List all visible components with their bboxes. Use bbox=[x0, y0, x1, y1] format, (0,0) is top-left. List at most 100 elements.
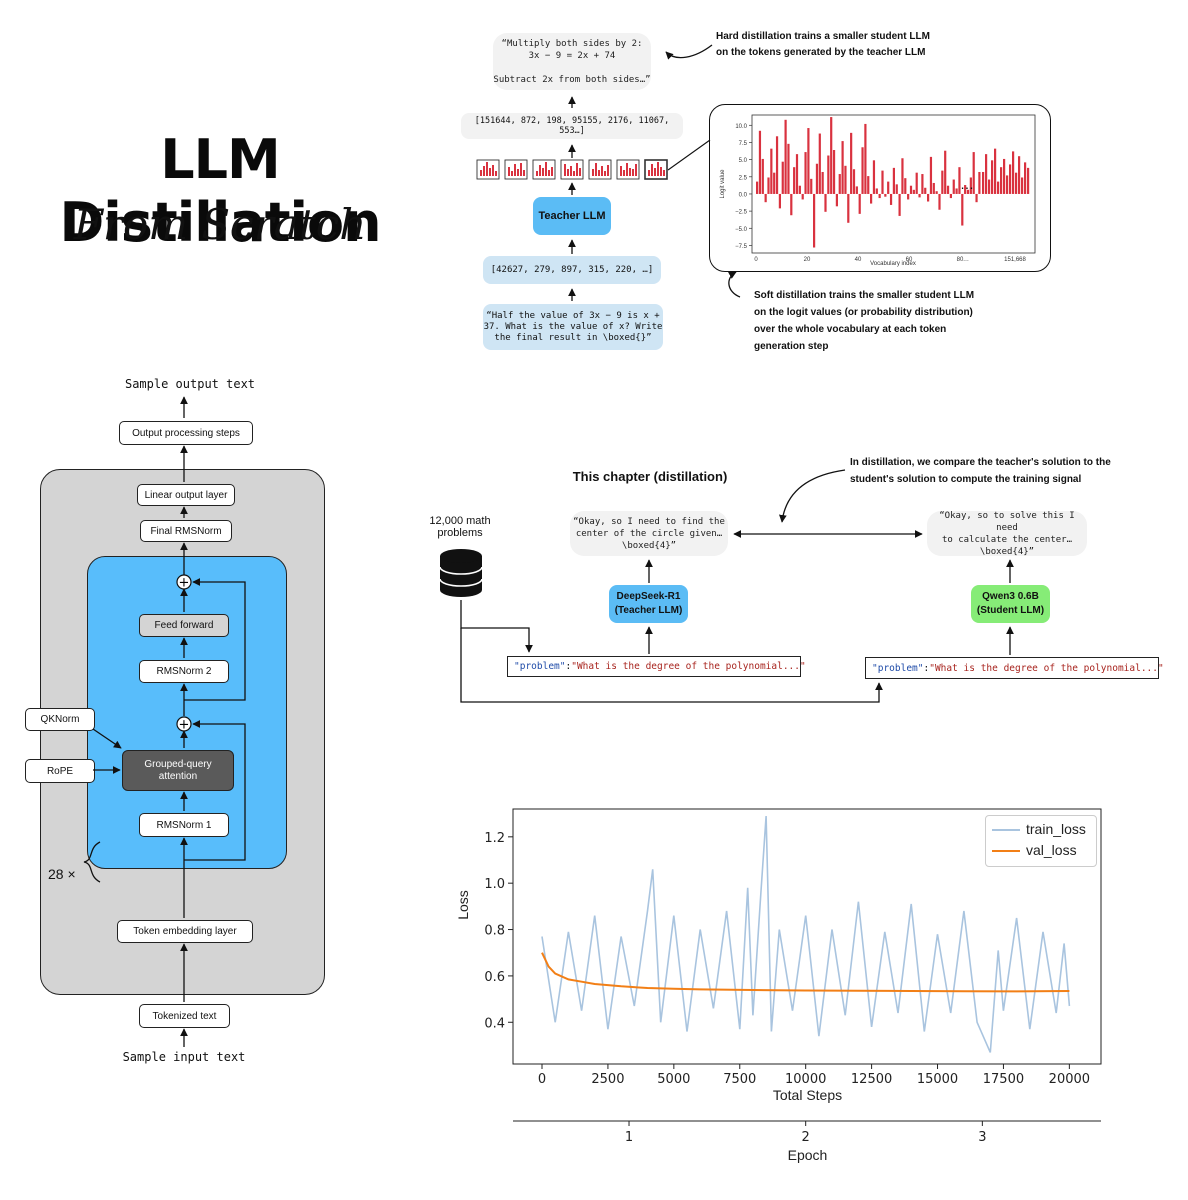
logit-bar bbox=[927, 193, 930, 202]
residual-skip-attn bbox=[184, 720, 246, 861]
logit-bar bbox=[775, 136, 779, 194]
logit-bar bbox=[852, 169, 856, 194]
logit-xtick-label: 20 bbox=[804, 257, 811, 263]
problem-key: "problem" bbox=[872, 662, 924, 674]
logit-bar bbox=[824, 193, 827, 212]
logit-bar bbox=[975, 193, 978, 203]
logit-bar bbox=[952, 179, 955, 194]
input-token-ids: [42627, 279, 897, 315, 220, …] bbox=[483, 256, 661, 284]
epoch-tick-label: 3 bbox=[978, 1130, 986, 1145]
logit-bar bbox=[844, 165, 847, 194]
logit-bar bbox=[835, 193, 838, 207]
logit-bar bbox=[904, 178, 907, 194]
distribution-icon-bar bbox=[511, 171, 513, 176]
logit-bar bbox=[892, 167, 895, 194]
logit-bar bbox=[850, 132, 853, 194]
y-tick-label: 0.4 bbox=[484, 1016, 505, 1031]
logit-bar bbox=[756, 181, 759, 194]
logit-bar bbox=[793, 167, 796, 194]
distribution-icon-bar bbox=[607, 165, 609, 176]
logit-bar bbox=[858, 193, 861, 214]
y-tick-label: 1.2 bbox=[484, 831, 505, 846]
logit-xtick-label: 60 bbox=[906, 257, 913, 263]
logit-ylabel: Logit value bbox=[720, 169, 726, 199]
x-tick-label: 5000 bbox=[657, 1072, 690, 1087]
logit-bar bbox=[790, 193, 793, 216]
logit-bar bbox=[827, 155, 830, 194]
logit-bar bbox=[818, 133, 821, 194]
logit-bar bbox=[770, 148, 773, 194]
x-tick-label: 0 bbox=[538, 1072, 546, 1087]
logit-bar bbox=[964, 185, 967, 194]
logit-bar bbox=[955, 188, 958, 194]
logit-bar bbox=[991, 160, 994, 194]
logit-bar bbox=[1006, 175, 1009, 194]
epoch-tick-label: 2 bbox=[802, 1130, 810, 1145]
distribution-icon-bar bbox=[629, 168, 631, 176]
logit-bar bbox=[938, 193, 941, 210]
distribution-icon-bar bbox=[579, 168, 581, 176]
logit-bar bbox=[935, 191, 938, 194]
legend-val-swatch bbox=[992, 850, 1020, 852]
logit-bar bbox=[841, 141, 844, 194]
distribution-icon-bar bbox=[514, 164, 516, 176]
grouped-query-attention-box: Grouped-query attention bbox=[122, 750, 234, 791]
logit-bar bbox=[932, 182, 935, 194]
logit-xtick-label: … bbox=[963, 257, 969, 263]
logit-bar bbox=[767, 177, 770, 194]
logit-bar bbox=[847, 193, 850, 223]
logit-bar bbox=[949, 193, 952, 199]
logit-xtick-label: 151,668 bbox=[1004, 257, 1026, 263]
final-rmsnorm-box: Final RMSNorm bbox=[140, 520, 232, 542]
comparison-note: In distillation, we compare the teacher'… bbox=[850, 457, 1111, 485]
secondary-x-axis-label: Epoch bbox=[787, 1147, 828, 1163]
teacher-output-text-bubble: “Multiply both sides by 2: 3x − 9 = 2x +… bbox=[493, 33, 651, 90]
logit-bar bbox=[787, 143, 790, 194]
legend-val-label: val_loss bbox=[1026, 842, 1077, 858]
distribution-icon-bar bbox=[576, 163, 578, 176]
dataset-to-teacher-problem bbox=[460, 600, 533, 653]
logit-bar bbox=[872, 160, 876, 194]
logit-bar bbox=[801, 193, 804, 200]
distribution-icon-bar bbox=[657, 162, 659, 176]
logit-ytick-label: 0.0 bbox=[739, 192, 748, 198]
soft-note-arrow bbox=[727, 271, 741, 298]
rmsnorm2-box: RMSNorm 2 bbox=[139, 660, 229, 683]
logit-bar bbox=[915, 172, 918, 194]
teacher-llm-box: Teacher LLM bbox=[533, 197, 611, 235]
logit-bar bbox=[1015, 172, 1018, 194]
arrow-qknorm-to-attn bbox=[92, 728, 122, 749]
distribution-icon-bar bbox=[632, 169, 634, 176]
distribution-icon-bar bbox=[489, 168, 491, 176]
chapter-title: This chapter (distillation) bbox=[572, 469, 728, 484]
x-tick-label: 10000 bbox=[785, 1072, 826, 1087]
logit-bar bbox=[1024, 162, 1027, 194]
legend-train-swatch bbox=[992, 829, 1020, 831]
distribution-icon-bar bbox=[604, 171, 606, 176]
distribution-icon-bar bbox=[483, 166, 485, 176]
repeat-brace bbox=[83, 841, 101, 883]
distribution-icon-bar bbox=[620, 166, 622, 176]
logit-bar bbox=[1003, 158, 1006, 194]
logit-ytick-label: −2.5 bbox=[735, 210, 748, 216]
distribution-icon-bar bbox=[480, 170, 482, 176]
rope-box: RoPE bbox=[25, 759, 95, 783]
distribution-icon-bar bbox=[539, 165, 541, 176]
logit-bar bbox=[929, 156, 933, 194]
logit-bar bbox=[784, 119, 787, 194]
logit-plot-frame bbox=[751, 114, 1036, 254]
distribution-icon-bar bbox=[536, 171, 538, 176]
problem-separator: : bbox=[565, 661, 572, 672]
logit-ellipsis: … bbox=[960, 176, 974, 192]
logit-bar bbox=[895, 184, 898, 194]
logit-bar bbox=[966, 189, 970, 194]
logit-bar bbox=[887, 181, 890, 194]
distribution-icon-bar bbox=[601, 166, 603, 176]
distribution-icon-bar bbox=[598, 170, 600, 176]
legend-train-label: train_loss bbox=[1026, 821, 1086, 837]
distribution-icon-bar bbox=[595, 163, 597, 176]
distribution-icon-bar bbox=[626, 163, 628, 176]
logit-bar bbox=[838, 174, 841, 194]
